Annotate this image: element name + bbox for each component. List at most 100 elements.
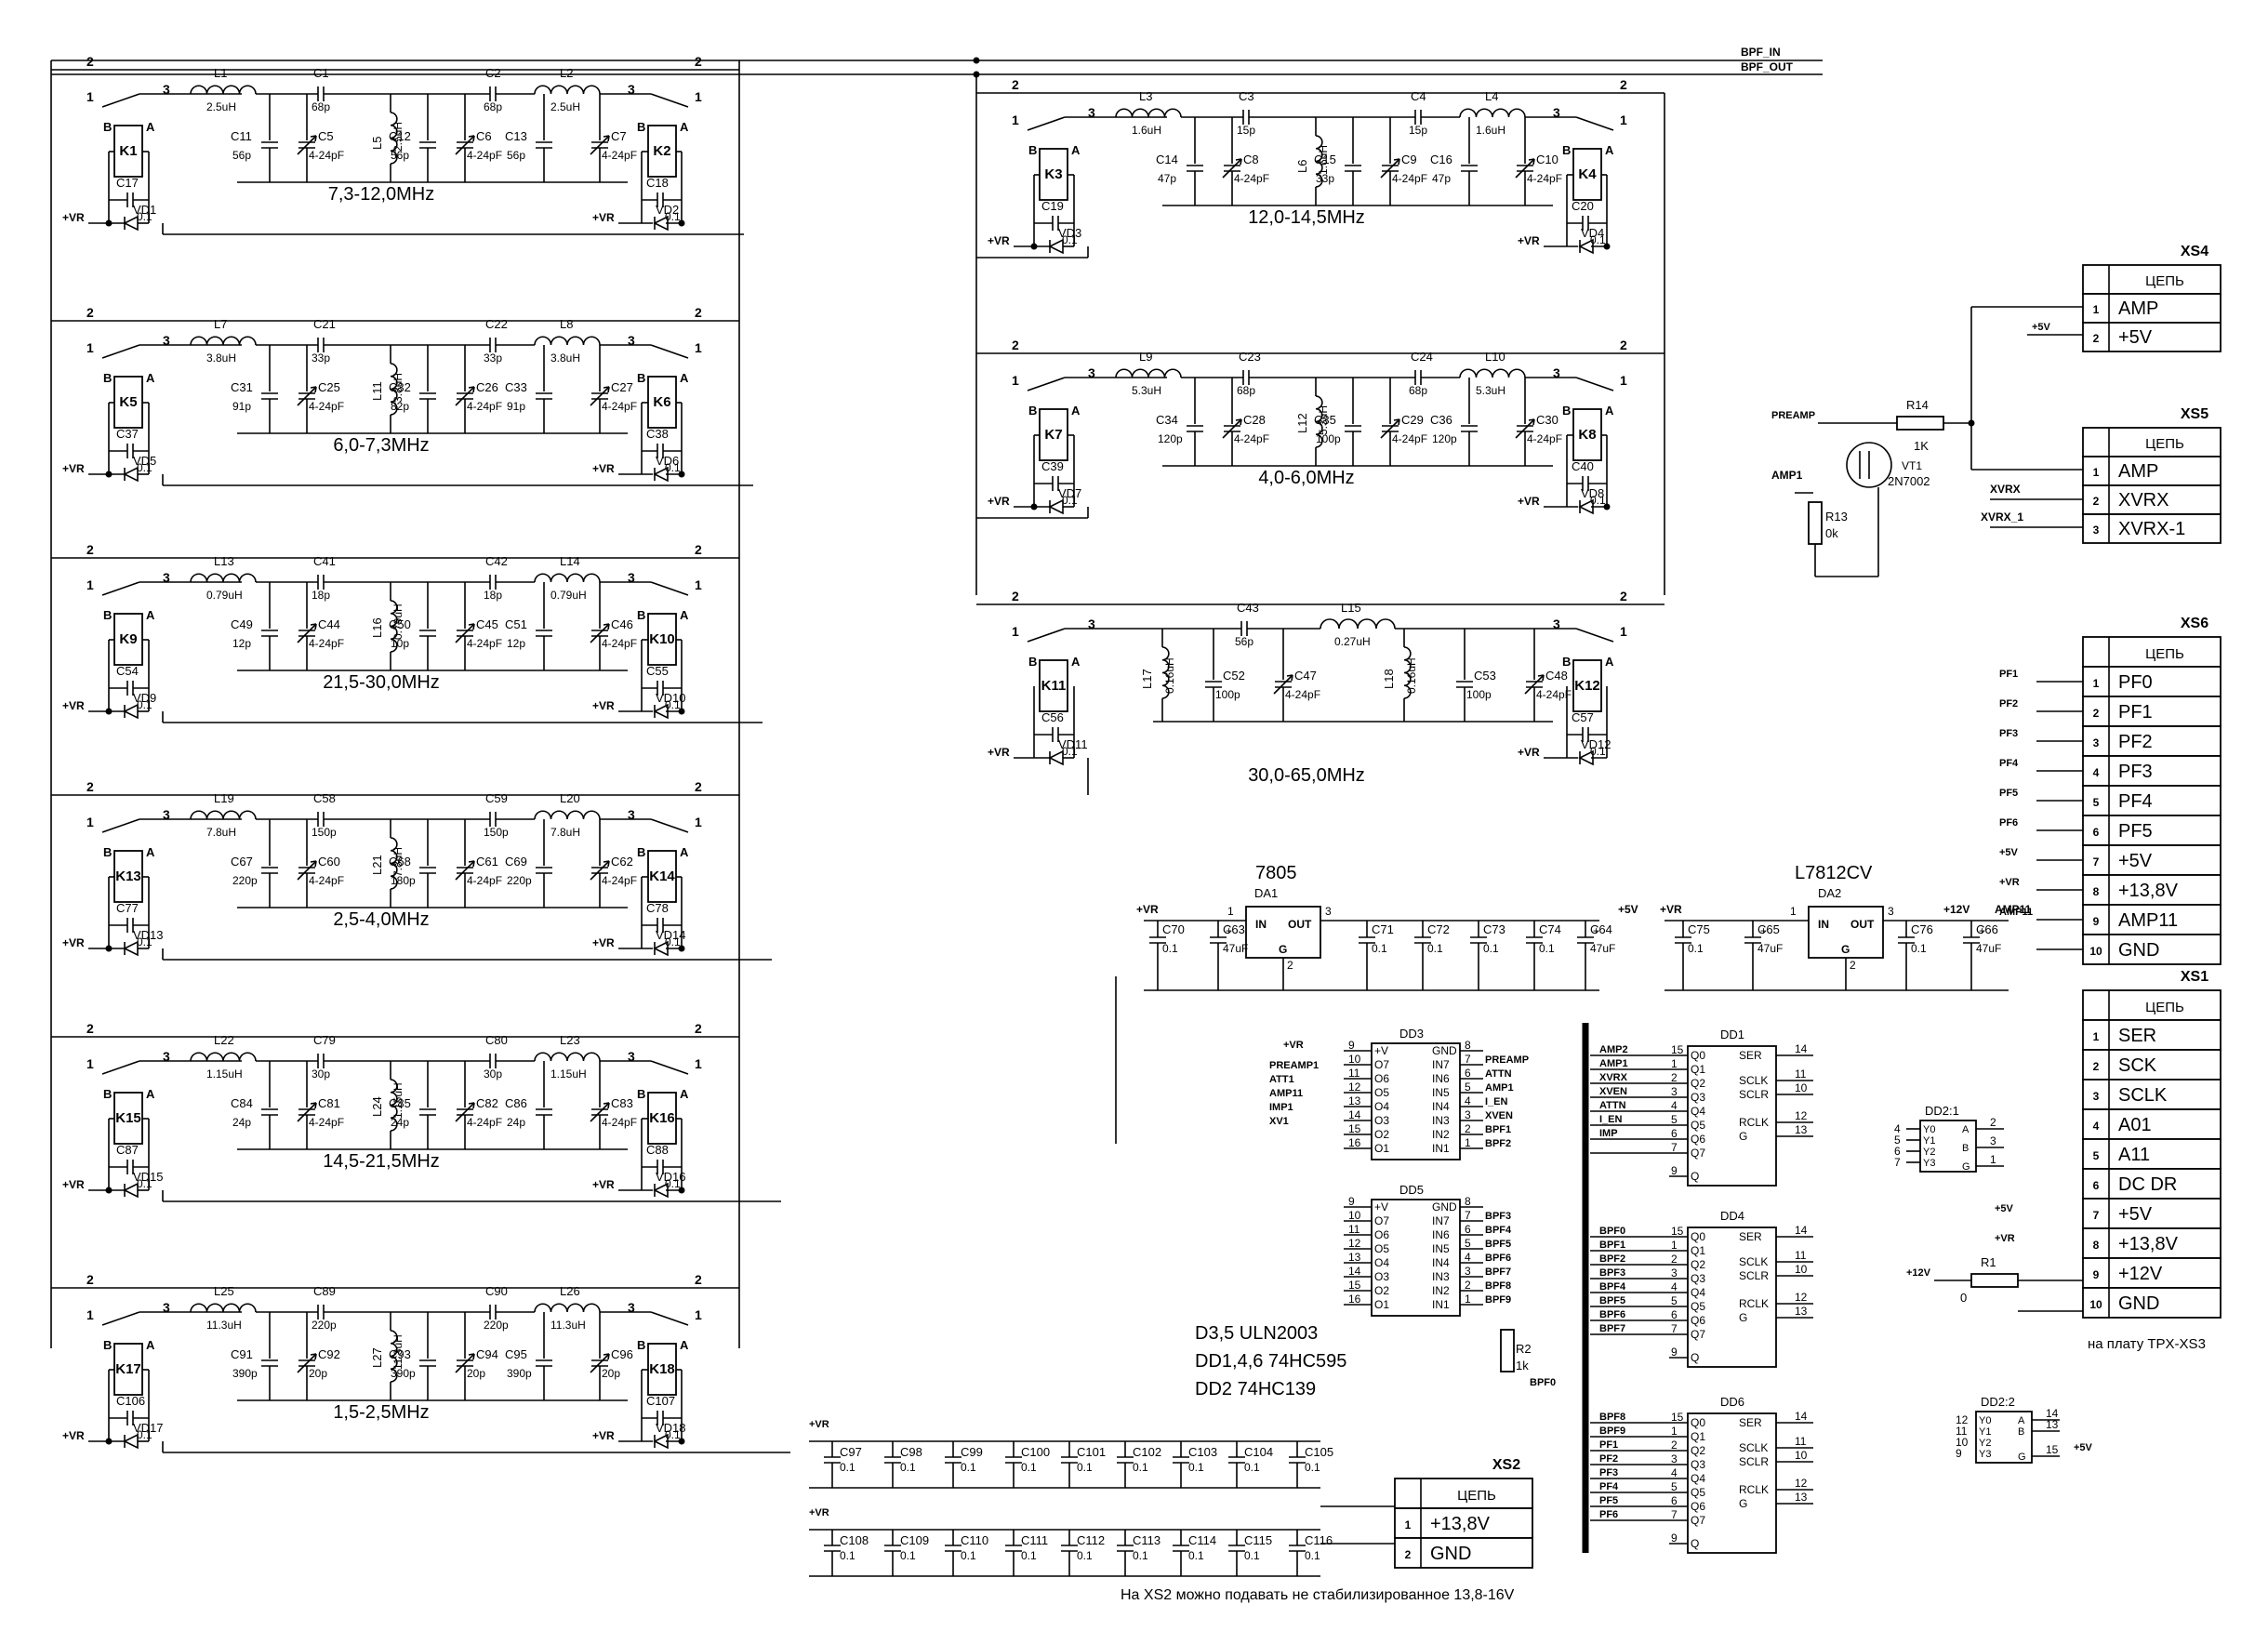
dd3-lname-2: O6 [1374, 1072, 1389, 1085]
left-filter-4-c-ser1-ref: C58 [313, 791, 336, 805]
dd5-lname-4: O4 [1374, 1256, 1389, 1269]
right-filter-1-shunt-ref-0: C14 [1156, 152, 1178, 166]
left-filter-2-l-in-value: 3.8uH [206, 351, 236, 365]
sr-DD6-lpin-7: 7 [1671, 1508, 1678, 1521]
sr-DD1-rpin-2: 10 [1795, 1081, 1808, 1094]
sr-DD4-rname-1: SCLK [1739, 1255, 1768, 1268]
right-filter-2-shunt-value-5: 4-24pF [1527, 432, 1562, 445]
reg2-out: OUT [1850, 918, 1875, 931]
junction-dot [678, 1438, 685, 1445]
right-filter-2-pin-1b: 1 [1620, 373, 1627, 388]
dd5-lpin-6: 15 [1348, 1279, 1361, 1292]
dd2-2-ref: DD2:2 [1981, 1395, 2015, 1409]
left-filter-6-shunt-value-2: 390p [391, 1367, 416, 1380]
dd5-lname-5: O3 [1374, 1270, 1389, 1283]
xs5-row-3 [2082, 513, 2222, 544]
xs6-pin-5: 5 [2093, 796, 2100, 809]
right-filter-1-c-ser2-ref: C4 [1411, 89, 1426, 103]
left-filter-6-relay-in-label: K17 [115, 1361, 141, 1377]
dd3-lnet-1: PREAMP1 [1269, 1060, 1319, 1071]
vt1-transistor [1846, 442, 1892, 488]
dd3-rnet-2: ATTN [1485, 1068, 1512, 1080]
wire [1515, 418, 1535, 439]
psu-cap-ref-10: C66 [1976, 922, 1998, 936]
sr-DD4-net-2: BPF2 [1599, 1253, 1625, 1265]
cap-bank-value-row2-6: 0.1 [1188, 1549, 1204, 1562]
hpf-filter-l-ser-value: 0.27uH [1334, 635, 1371, 648]
right-filter-1-l-out-ref: L4 [1485, 89, 1498, 103]
left-filter-4-diode-out-ref: VD14 [656, 928, 686, 942]
xvrx1-label: XVRX_1 [1981, 511, 2023, 524]
hpf-filter-diode-in-ref: VD11 [1058, 737, 1088, 751]
dd2-1-lpin-0: 4 [1894, 1122, 1901, 1135]
xs5-pin-3: 3 [2093, 524, 2100, 537]
xvrx-label: XVRX [1990, 483, 2021, 496]
left-filter-6-relay-in-b: B [103, 1338, 112, 1352]
dd3-rpin-0: 8 [1465, 1039, 1471, 1052]
wire [310, 135, 317, 138]
sr-DD6-lpin-6: 6 [1671, 1494, 1678, 1507]
xs4-net-2: +5V [2118, 327, 2153, 348]
wire [590, 860, 610, 881]
sr-DD1-lpin-2: 2 [1671, 1071, 1678, 1084]
sr-DD1-lname-5: Q5 [1691, 1119, 1705, 1132]
hpf-filter-pin-3b: 3 [1553, 617, 1560, 631]
left-filter-1-shunt-ref-0: C11 [231, 129, 252, 143]
left-filter-5-shunt-ref-2: C85 [389, 1096, 411, 1110]
left-filter-3-pin-1b: 1 [695, 577, 702, 592]
left-filter-3-l-mid-ref: L16 [370, 617, 384, 638]
sr-DD1-net-2: XVRX [1599, 1072, 1628, 1083]
wire [314, 1102, 317, 1109]
sr-DD4-rpin-2: 10 [1795, 1263, 1808, 1276]
left-filter-3-shunt-ref-0: C49 [231, 617, 253, 631]
left-filter-6-l-out-ref: L26 [560, 1284, 580, 1298]
sr-DD1-rname-1: SCLK [1739, 1074, 1768, 1087]
wire [310, 623, 317, 626]
left-filter-6-relay-out-a: A [680, 1338, 689, 1352]
left-filter-2-relay-in [113, 376, 143, 429]
left-filter-6-l-mid-value: 11.3uH [391, 1334, 405, 1370]
dd3-lname-6: O2 [1374, 1128, 1389, 1141]
left-filter-5-l-mid-value: 1.15uH [391, 1082, 405, 1119]
xs6-wire-label-2: PF2 [1999, 698, 2018, 709]
hpf-filter-cap-in-value: 0.1 [1062, 745, 1078, 758]
xs6-net-1: PF0 [2118, 672, 2153, 693]
sr-DD4-lpin-0: 15 [1671, 1225, 1684, 1238]
right-filter-2-c-ser1-value: 68p [1237, 384, 1255, 397]
xs1-row-10 [2082, 1287, 2222, 1319]
left-filter-2-relay-in-a: A [146, 371, 155, 385]
left-filter-4-l-mid-ref: L21 [370, 855, 384, 875]
sr-DD4-body [1687, 1227, 1777, 1368]
wire [1532, 158, 1535, 166]
inductor [390, 1330, 398, 1383]
left-filter-3-shunt-value-3: 4-24pF [467, 637, 502, 650]
left-filter-6-vr-in: +VR [62, 1429, 85, 1442]
xs1-net-5: A11 [2118, 1145, 2150, 1165]
dd2-2-lname-2: Y2 [1979, 1438, 1991, 1449]
dd3-rname-6: IN2 [1432, 1128, 1450, 1141]
sr-DD6-rname-1: SCLK [1739, 1441, 1768, 1454]
left-filter-4-pin-1b: 1 [695, 815, 702, 829]
xs6-pin-1: 1 [2093, 677, 2100, 690]
xs1-row-9 [2082, 1257, 2222, 1289]
left-filter-5-shunt-ref-4: C86 [505, 1096, 527, 1110]
left-filter-6-vr-out: +VR [592, 1429, 615, 1442]
psu-cap-value-0: 0.1 [1162, 942, 1178, 955]
diode [123, 466, 139, 483]
left-filter-3-pin-1: 1 [86, 577, 94, 592]
left-filter-3-band-label: 21,5-30,0MHz [323, 672, 440, 693]
right-filter-1-relay-out-b: B [1562, 143, 1571, 157]
dd2-2-rpin-0: 14 [2046, 1407, 2059, 1420]
left-filter-4-shunt-ref-0: C67 [231, 855, 253, 869]
reg1-pin3: 3 [1325, 905, 1332, 918]
xs6-net-8: +13,8V [2118, 881, 2179, 901]
left-filter-4-pin-3: 3 [163, 807, 170, 822]
inductor [1315, 135, 1323, 188]
sr-DD1-rpin-3: 12 [1795, 1109, 1808, 1122]
dd2-2-lpin-1: 11 [1956, 1425, 1968, 1438]
inductor [1459, 108, 1526, 118]
junction-dot [678, 945, 685, 952]
left-filter-6-cap-out-value: 0.1 [665, 1428, 681, 1441]
right-filter-1-l-in-value: 1.6uH [1132, 124, 1161, 137]
cap-bank-ref-row2-0: C108 [840, 1533, 869, 1547]
